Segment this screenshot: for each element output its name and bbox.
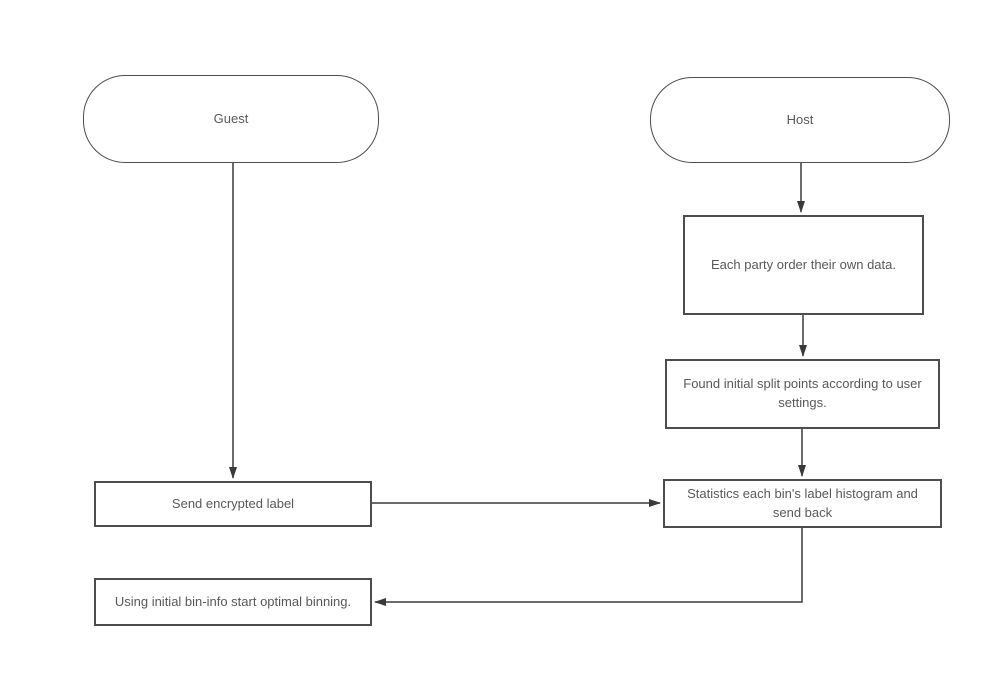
node-found-initial-split-points: Found initial split points according to … — [665, 359, 940, 429]
node-send-encrypted-label-text: Send encrypted label — [171, 495, 295, 511]
node-found-initial-split-points-label: Found initial split points according to … — [683, 376, 922, 410]
node-each-party-order-data: Each party order their own data. — [683, 215, 924, 315]
node-guest-label: Guest — [213, 110, 249, 126]
node-statistics-label-histogram: Statistics each bin's label histogram an… — [663, 479, 942, 528]
edge-statistics-to-using-initial — [374, 528, 803, 606]
node-using-initial-bin-info-label: Using initial bin-info start optimal bin… — [114, 593, 352, 609]
node-host-label: Host — [786, 111, 814, 127]
node-statistics-label-histogram-text: Statistics each bin's label histogram an… — [687, 485, 918, 520]
node-each-party-order-data-label: Each party order their own data. — [711, 256, 896, 272]
node-guest: Guest — [83, 75, 379, 163]
node-send-encrypted-label: Send encrypted label — [94, 481, 372, 527]
node-using-initial-bin-info: Using initial bin-info start optimal bin… — [94, 578, 372, 626]
node-host: Host — [650, 77, 950, 163]
